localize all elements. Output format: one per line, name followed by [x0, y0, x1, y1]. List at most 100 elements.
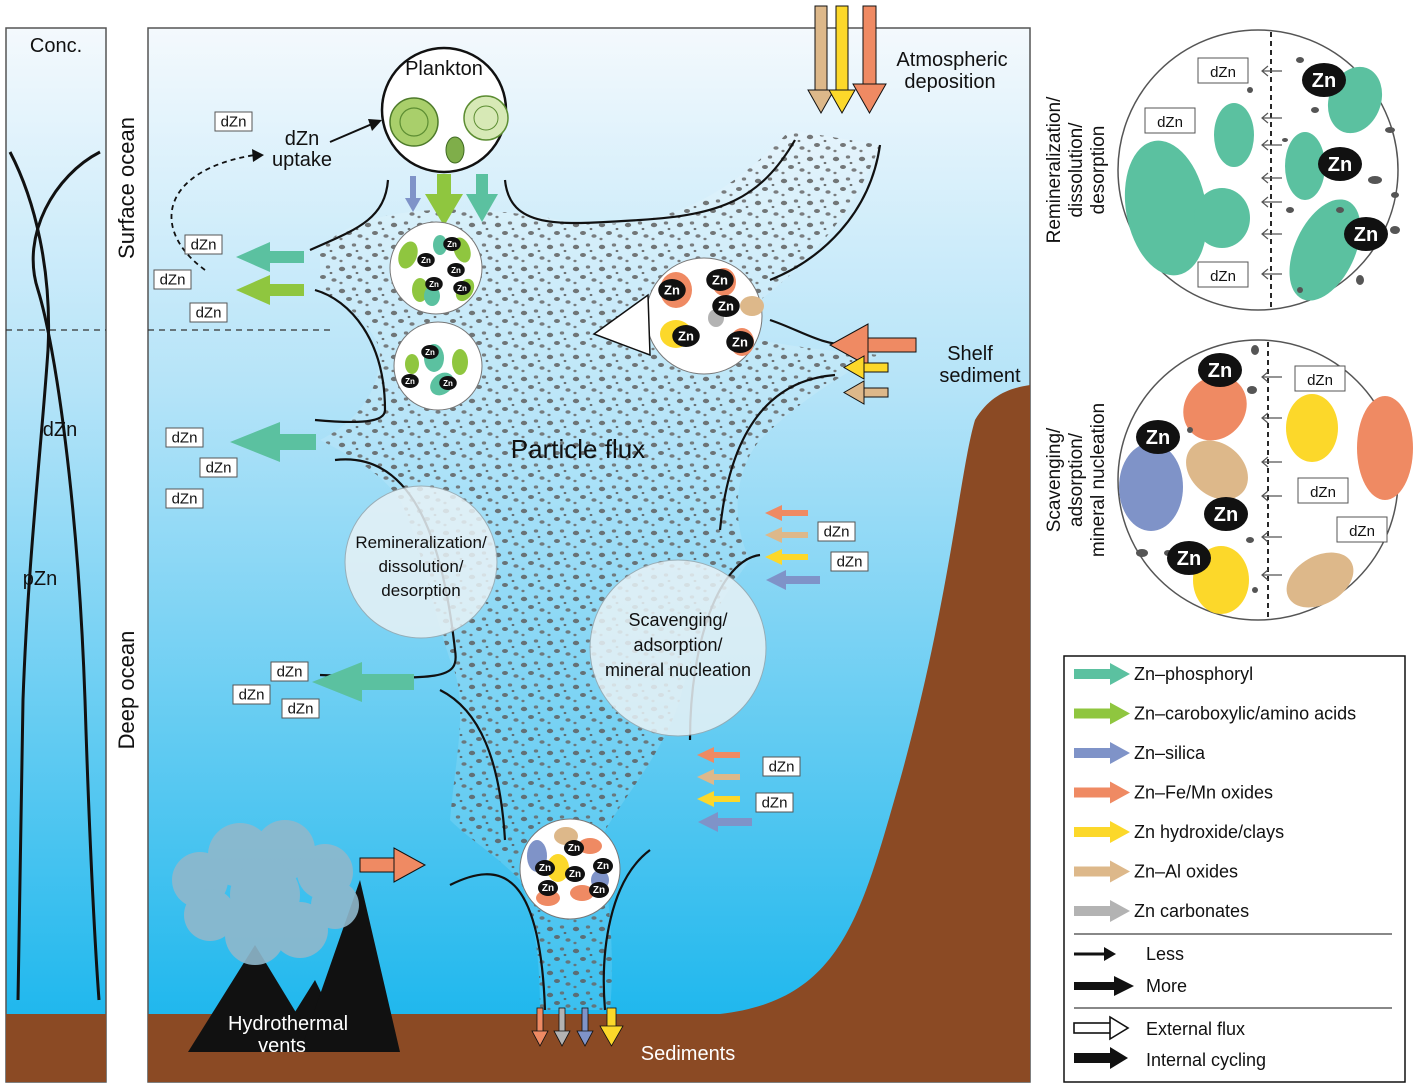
zn-tag: Zn [658, 279, 686, 301]
zn-tag: Zn [425, 277, 443, 291]
legend-item-label: Zn–Al oxides [1134, 862, 1238, 882]
legend-item-label: Zn–caroboxylic/amino acids [1134, 704, 1356, 724]
scav-label-2: adsorption/ [633, 635, 722, 655]
dzn-box: dZn [1144, 107, 1196, 134]
zn-tag: Zn [439, 376, 457, 390]
legend-less-label: Less [1146, 944, 1184, 964]
zn-label: Zn [542, 883, 554, 894]
side-scav-label-2: adsorption/ [1066, 432, 1087, 527]
plankton-circle: Plankton [380, 46, 509, 174]
dzn-box-label: dZn [221, 113, 247, 130]
legend-external-label: External flux [1146, 1019, 1245, 1039]
flagellate-icon [445, 136, 465, 164]
legend-item: Zn–silica [1074, 742, 1206, 764]
dzn-box-label: dZn [239, 686, 265, 703]
side-scav-label-1: Scavenging/ [1044, 427, 1065, 532]
remineralization-circle: Remineralization/ dissolution/ desorptio… [344, 485, 498, 639]
legend-internal-label: Internal cycling [1146, 1050, 1266, 1070]
zn-tag: Zn [535, 860, 555, 876]
release-arrow [1261, 456, 1282, 468]
zn-label: Zn [425, 348, 435, 357]
zn-tag-large: Zn [1302, 63, 1346, 97]
zn-label: Zn [421, 256, 431, 265]
zn-tag: Zn [421, 345, 439, 359]
surface-release-arrows [230, 242, 414, 702]
release-arrow [1261, 412, 1282, 424]
legend-external-arrow [1073, 1015, 1130, 1041]
conc-panel-sediment [6, 1014, 106, 1082]
dzn-box: dZn [189, 302, 228, 323]
release-arrow [1261, 65, 1282, 77]
zn-label: Zn [447, 240, 457, 249]
zn-label: Zn [539, 863, 551, 874]
side-remin-label-3: desorption [1088, 126, 1109, 215]
legend-less-arrow [1074, 947, 1116, 961]
zn-label: Zn [568, 843, 580, 854]
dzn-box: dZn [199, 457, 238, 478]
zn-tag-large: Zn [1198, 353, 1242, 387]
zn-label: Zn [597, 861, 609, 872]
remin-label-3: desorption [381, 581, 460, 600]
dzn-box: dZn [153, 269, 192, 290]
release-arrow [1261, 196, 1282, 208]
coccolith-icon [463, 95, 509, 141]
zn-label: Zn [429, 280, 439, 289]
legend-item: Zn carbonates [1074, 900, 1249, 922]
zn-label: Zn [405, 377, 415, 386]
scav-label-1: Scavenging/ [628, 610, 727, 630]
legend-item: Zn–Fe/Mn oxides [1074, 781, 1273, 804]
uptake-label-2: uptake [272, 149, 332, 171]
sediments-label: Sediments [641, 1043, 736, 1065]
dzn-box: dZn [214, 111, 253, 132]
plankton-export-arrows [405, 174, 498, 226]
zn-tag-large: Zn [1318, 147, 1362, 181]
zn-tag: Zn [726, 331, 754, 353]
hydrothermal-label-2: vents [258, 1035, 306, 1057]
dzn-box-label: dZn [1307, 372, 1333, 389]
dzn-box-label: dZn [172, 490, 198, 507]
dzn-box: dZn [1336, 516, 1388, 543]
dzn-box-label: dZn [172, 429, 198, 446]
hydrothermal-vents [172, 820, 427, 1052]
dzn-box-label: dZn [196, 304, 222, 321]
plankton-label: Plankton [405, 58, 483, 80]
legend-item-label: Zn–phosphoryl [1134, 664, 1253, 684]
dzn-box: dZn [755, 792, 794, 813]
dzn-box: dZn [1197, 261, 1249, 288]
zn-label: Zn [1328, 154, 1352, 176]
dzn-box-label: dZn [1210, 268, 1236, 285]
deep-ocean-label: Deep ocean [114, 631, 139, 750]
dzn-box: dZn [1197, 57, 1249, 84]
zn-tag: Zn [447, 263, 465, 277]
scavenging-circle: Scavenging/ adsorption/ mineral nucleati… [589, 559, 767, 737]
dzn-box-label: dZn [769, 758, 795, 775]
zn-label: Zn [451, 266, 461, 275]
zn-tag-large: Zn [1167, 541, 1211, 575]
zn-label: Zn [593, 885, 605, 896]
side-scav-arrows [1261, 371, 1282, 581]
legend-item: Zn hydroxide/clays [1074, 821, 1284, 843]
atmospheric-label-1: Atmospheric [896, 49, 1007, 71]
side-remin-label-1: Remineralization/ [1044, 96, 1065, 244]
dzn-box: dZn [281, 698, 320, 719]
zn-label: Zn [569, 869, 581, 880]
zn-label: Zn [1177, 548, 1201, 570]
zn-label: Zn [732, 334, 748, 349]
legend-item: Zn–Al oxides [1074, 860, 1238, 883]
release-arrow [1261, 569, 1282, 581]
zn-tag: Zn [453, 281, 471, 295]
side-remin-arrows [1261, 65, 1282, 280]
dzn-box-label: dZn [160, 271, 186, 288]
zn-tag: Zn [401, 374, 419, 388]
zn-tag-large: Zn [1344, 217, 1388, 251]
aggregate-surface-2 [393, 321, 483, 411]
pzn-profile-label: pZn [23, 568, 57, 590]
uptake-arrowhead [368, 119, 382, 131]
dzn-box-label: dZn [1157, 114, 1183, 131]
scavenging-arrows-upper [765, 505, 820, 590]
dzn-box: dZn [184, 234, 223, 255]
remin-label-2: dissolution/ [378, 557, 463, 576]
zn-tag: Zn [564, 840, 584, 856]
